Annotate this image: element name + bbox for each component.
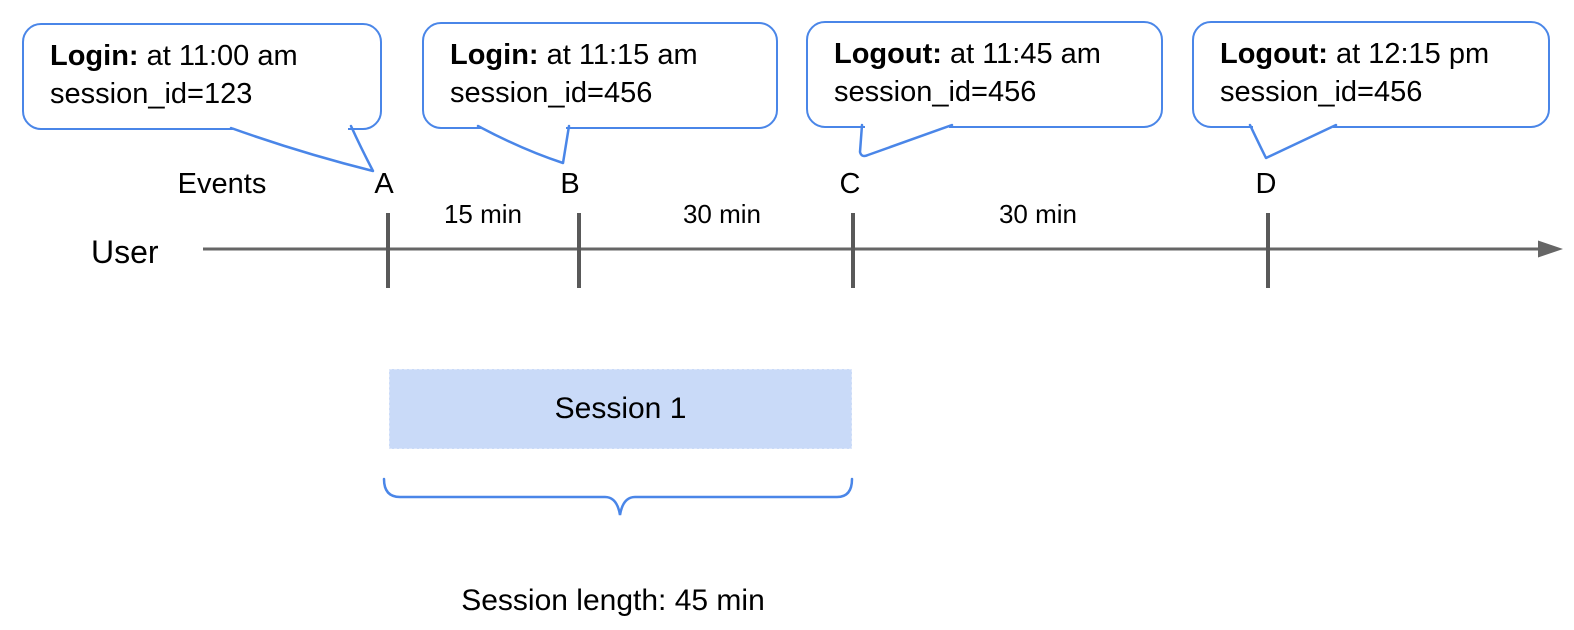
callout-login-b: Login: at 11:15 am session_id=456 <box>422 22 778 129</box>
event-type-label: Login: <box>50 40 139 72</box>
callout-line1: Login: at 11:00 am <box>50 37 372 75</box>
event-type-label: Login: <box>450 39 539 71</box>
event-time-text: at 11:45 am <box>941 38 1101 70</box>
session-box-label: Session 1 <box>554 392 687 425</box>
session-id-text: session_id=456 <box>834 76 1037 108</box>
callout-tail-d <box>1248 123 1338 160</box>
callout-tail-c <box>858 123 954 158</box>
callout-line1: Logout: at 12:15 pm <box>1220 35 1540 73</box>
event-time-text: at 12:15 pm <box>1327 38 1490 70</box>
session-id-text: session_id=123 <box>50 78 253 110</box>
session-length-label: Session length: 45 min <box>461 584 765 617</box>
tick-mark-c <box>851 213 855 288</box>
callout-logout-d: Logout: at 12:15 pm session_id=456 <box>1192 21 1550 128</box>
callout-login-a: Login: at 11:00 am session_id=123 <box>22 23 382 130</box>
interval-label-ab: 15 min <box>443 199 523 229</box>
session-id-text: session_id=456 <box>450 77 653 109</box>
callout-tail-a <box>229 124 375 173</box>
callout-tail-b <box>476 124 571 165</box>
tick-mark-a <box>386 213 390 288</box>
callout-line1: Login: at 11:15 am <box>450 36 768 74</box>
curly-brace <box>382 477 854 516</box>
user-row-label: User <box>91 234 159 270</box>
interval-label-bc: 30 min <box>682 199 762 229</box>
interval-label-cd: 30 min <box>998 199 1078 229</box>
event-label-d: D <box>1255 168 1277 200</box>
session-1-box: Session 1 <box>389 369 852 449</box>
callout-logout-c: Logout: at 11:45 am session_id=456 <box>806 21 1163 128</box>
arrowhead-icon <box>1538 240 1563 258</box>
event-type-label: Logout: <box>1220 38 1328 70</box>
event-type-label: Logout: <box>834 38 942 70</box>
tick-mark-b <box>577 213 581 288</box>
callout-line1: Logout: at 11:45 am <box>834 35 1153 73</box>
event-label-c: C <box>839 168 861 200</box>
event-time-text: at 11:00 am <box>138 40 298 72</box>
event-time-text: at 11:15 am <box>538 39 698 71</box>
session-id-text: session_id=456 <box>1220 76 1423 108</box>
tick-mark-d <box>1266 213 1270 288</box>
events-axis-label: Events <box>177 168 267 200</box>
event-label-b: B <box>560 168 580 200</box>
event-label-a: A <box>374 168 394 200</box>
